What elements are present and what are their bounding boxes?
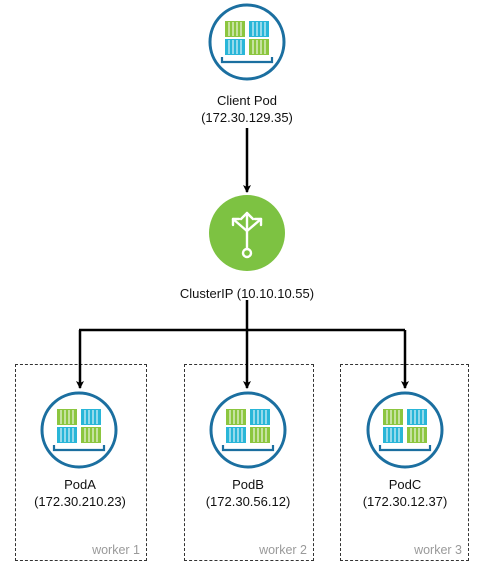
worker-node-2: worker 2 xyxy=(184,364,314,561)
service-label: ClusterIP (10.10.10.55) xyxy=(179,286,315,301)
pod-container-icon xyxy=(209,391,287,469)
pod-container-icon xyxy=(40,391,118,469)
worker-label: worker 1 xyxy=(92,543,140,557)
client-pod-label: Client Pod (172.30.129.35) xyxy=(167,92,327,126)
worker-label: worker 3 xyxy=(414,543,462,557)
podb-name: PodB xyxy=(232,477,264,492)
pod-container-icon xyxy=(208,3,286,81)
podc-name: PodC xyxy=(388,477,422,492)
podb-label: PodB (172.30.56.12) xyxy=(183,476,313,510)
podb-ip: (172.30.56.12) xyxy=(205,494,291,509)
poda-name: PodA xyxy=(64,477,96,492)
podc-label: PodC (172.30.12.37) xyxy=(340,476,470,510)
poda-label: PodA (172.30.210.23) xyxy=(15,476,145,510)
client-pod-ip: (172.30.129.35) xyxy=(201,110,293,125)
poda-ip: (172.30.210.23) xyxy=(34,494,126,509)
pod-container-icon xyxy=(366,391,444,469)
podc-ip: (172.30.12.37) xyxy=(362,494,448,509)
load-balancer-icon xyxy=(209,195,285,271)
client-pod-name: Client Pod xyxy=(217,93,277,108)
worker-label: worker 2 xyxy=(259,543,307,557)
